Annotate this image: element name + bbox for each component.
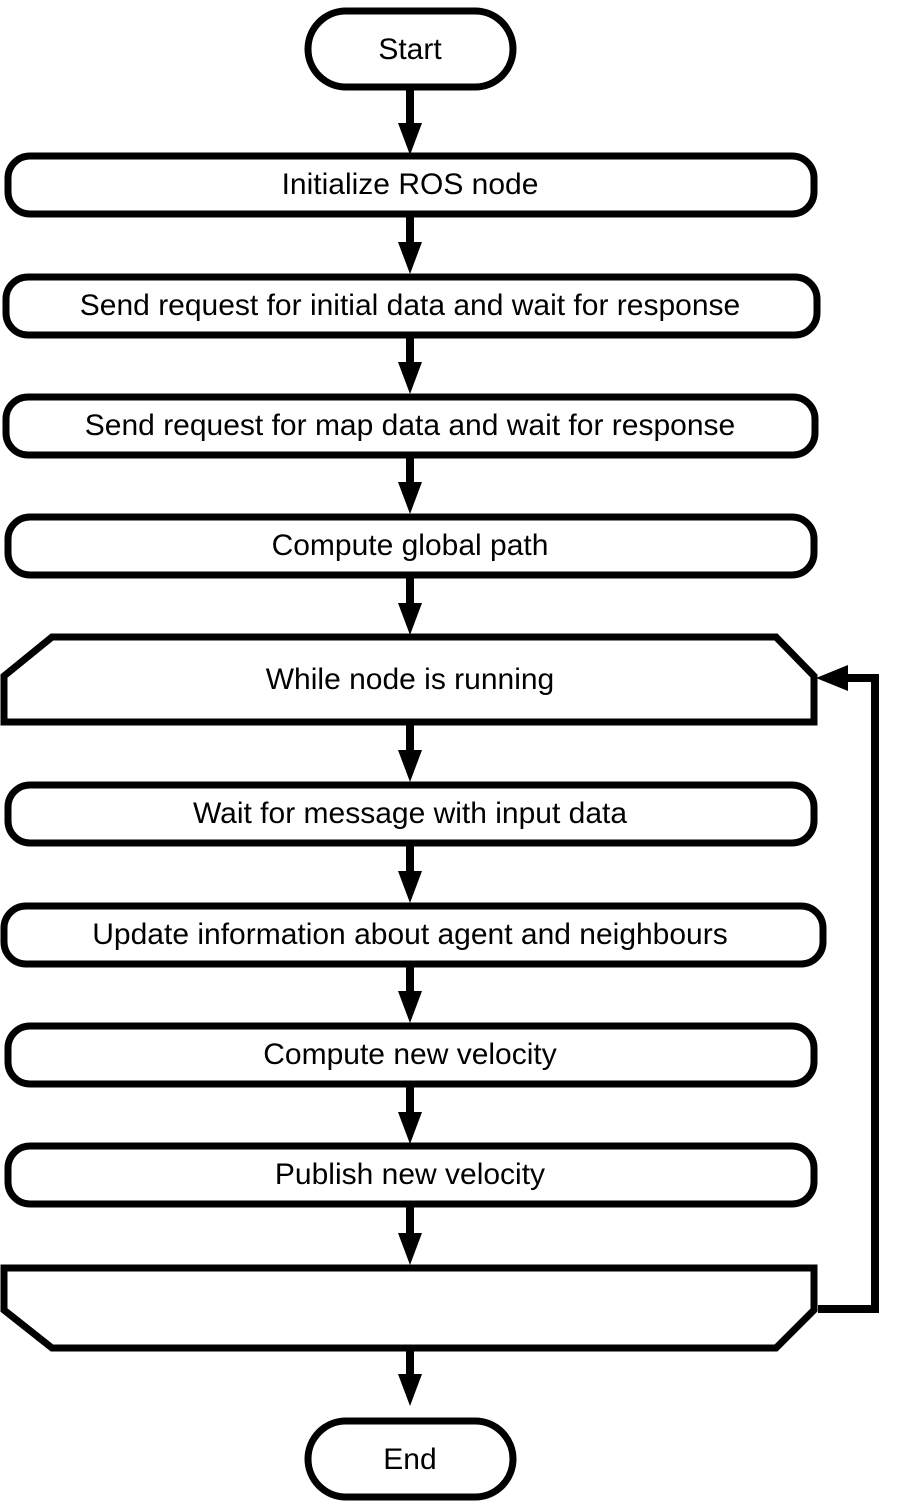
node-send-request-map-data[interactable]: Send request for map data and wait for r… bbox=[2, 393, 819, 459]
node-start-label: Start bbox=[378, 33, 442, 66]
edge-group bbox=[398, 90, 879, 1406]
node-send-request-initial-data[interactable]: Send request for initial data and wait f… bbox=[2, 273, 821, 339]
node-group: Start Initialize ROS node Send request f… bbox=[0, 7, 827, 1501]
edge-loop-end-to-end bbox=[398, 1349, 422, 1406]
node-initialize-ros-node[interactable]: Initialize ROS node bbox=[4, 152, 818, 218]
edge-req-initial-to-req-map bbox=[398, 338, 422, 394]
edge-wait-msg-to-update-info bbox=[398, 846, 422, 903]
node-publish-new-velocity[interactable]: Publish new velocity bbox=[4, 1142, 818, 1208]
node-publish-new-velocity-label: Publish new velocity bbox=[275, 1158, 545, 1191]
node-wait-for-message[interactable]: Wait for message with input data bbox=[4, 781, 818, 847]
edge-global-path-to-loop-start bbox=[398, 577, 422, 635]
node-wait-for-message-label: Wait for message with input data bbox=[193, 797, 627, 830]
node-end[interactable]: End bbox=[304, 1417, 517, 1501]
edge-update-info-to-compute-vel bbox=[398, 967, 422, 1023]
edge-loop-back-to-loop-start bbox=[816, 665, 879, 1313]
node-while-node-is-running-label: While node is running bbox=[266, 663, 555, 696]
node-initialize-ros-node-label: Initialize ROS node bbox=[282, 168, 539, 201]
edge-req-map-to-global-path bbox=[398, 457, 422, 514]
node-compute-global-path-label: Compute global path bbox=[272, 529, 549, 562]
edge-compute-vel-to-publish-vel bbox=[398, 1087, 422, 1144]
edge-publish-vel-to-loop-end bbox=[398, 1207, 422, 1265]
node-loop-end[interactable] bbox=[0, 1264, 818, 1352]
node-start[interactable]: Start bbox=[304, 7, 517, 91]
node-send-request-map-data-label: Send request for map data and wait for r… bbox=[85, 409, 735, 442]
node-update-information[interactable]: Update information about agent and neigh… bbox=[0, 902, 827, 968]
node-compute-new-velocity[interactable]: Compute new velocity bbox=[4, 1022, 818, 1088]
edge-loop-start-to-wait-msg bbox=[398, 723, 422, 782]
node-compute-new-velocity-label: Compute new velocity bbox=[263, 1038, 556, 1071]
edge-init-to-req-initial bbox=[398, 216, 422, 274]
node-while-node-is-running[interactable]: While node is running bbox=[0, 633, 818, 726]
node-send-request-initial-data-label: Send request for initial data and wait f… bbox=[80, 289, 740, 322]
node-update-information-label: Update information about agent and neigh… bbox=[92, 918, 727, 951]
node-compute-global-path[interactable]: Compute global path bbox=[4, 513, 818, 579]
edge-start-to-init bbox=[398, 90, 422, 155]
node-end-label: End bbox=[383, 1443, 436, 1476]
